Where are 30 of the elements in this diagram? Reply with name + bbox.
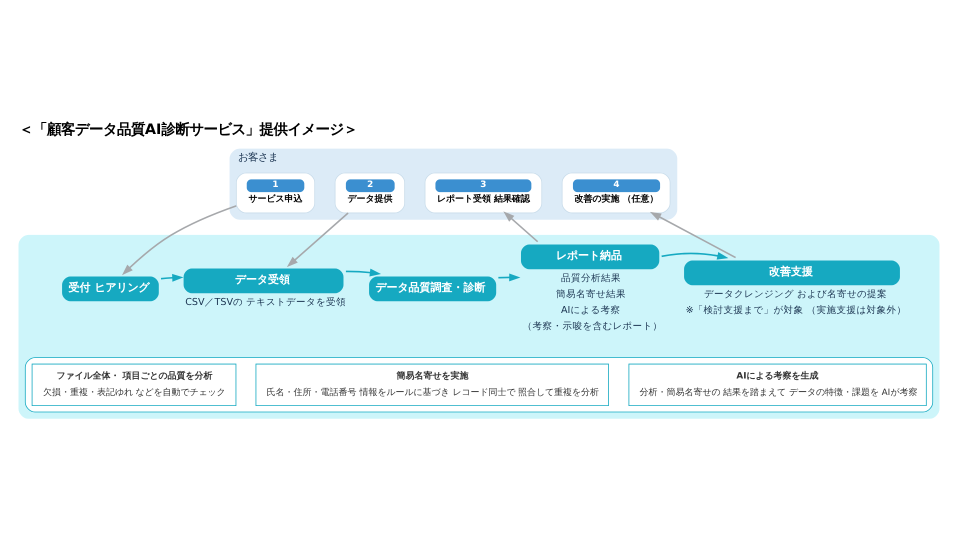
node-box: 改善支援 (684, 260, 900, 285)
node-box: データ品質調査・診断 (369, 276, 496, 301)
node-label: CSV／TSVの テキストデータを受領 (185, 296, 346, 308)
node-box: 4 改善の実施 （任意） (562, 172, 670, 213)
arrow (346, 268, 382, 276)
node-label: 品質分析結果 (560, 272, 621, 284)
arrow (122, 204, 237, 275)
node-box: AIによる考察を生成 分析・簡易名寄せの 結果を踏まえて データの特徴・課題を AIが考察 (628, 363, 927, 406)
arrow (286, 212, 349, 267)
diagram-title: ＜「顧客データ品質AI診断サービス」提供イメージ＞ (18, 122, 358, 138)
node-box: データ受領 (184, 268, 344, 293)
node-box: 3 レポート受領 結果確認 (424, 172, 542, 213)
node-label: ※「検討支援まで」が対象 （実施支援は対象外） (686, 304, 907, 316)
node-box: 簡易名寄せを実施 氏名・住所・電話番号 情報をルールに基づき レコード同士で 照合して重複を分析 (256, 363, 609, 406)
node-box: 1 サービス申込 (236, 172, 316, 213)
node-box: 2 データ提供 (334, 172, 406, 213)
node-label: データクレンジング および名寄せの提案 (704, 288, 888, 300)
arrow (498, 272, 520, 281)
arrow (160, 273, 184, 282)
node-box: 受付 ヒアリング (62, 276, 159, 301)
node-box: ファイル全体・ 項目ごとの品質を分析 欠損・重複・表記ゆれ などを自動でチェック (32, 363, 236, 406)
cluster (24, 356, 934, 412)
arrow (661, 251, 728, 260)
node-label: 簡易名寄せ結果 (556, 288, 626, 300)
node-box: レポート納品 (520, 244, 660, 269)
cluster (18, 234, 940, 418)
arrow (503, 210, 538, 242)
arrow (650, 211, 736, 258)
node-label: （考察・示唆を含むレポート） (522, 320, 663, 332)
node-label: AIによる考察 (560, 304, 620, 316)
